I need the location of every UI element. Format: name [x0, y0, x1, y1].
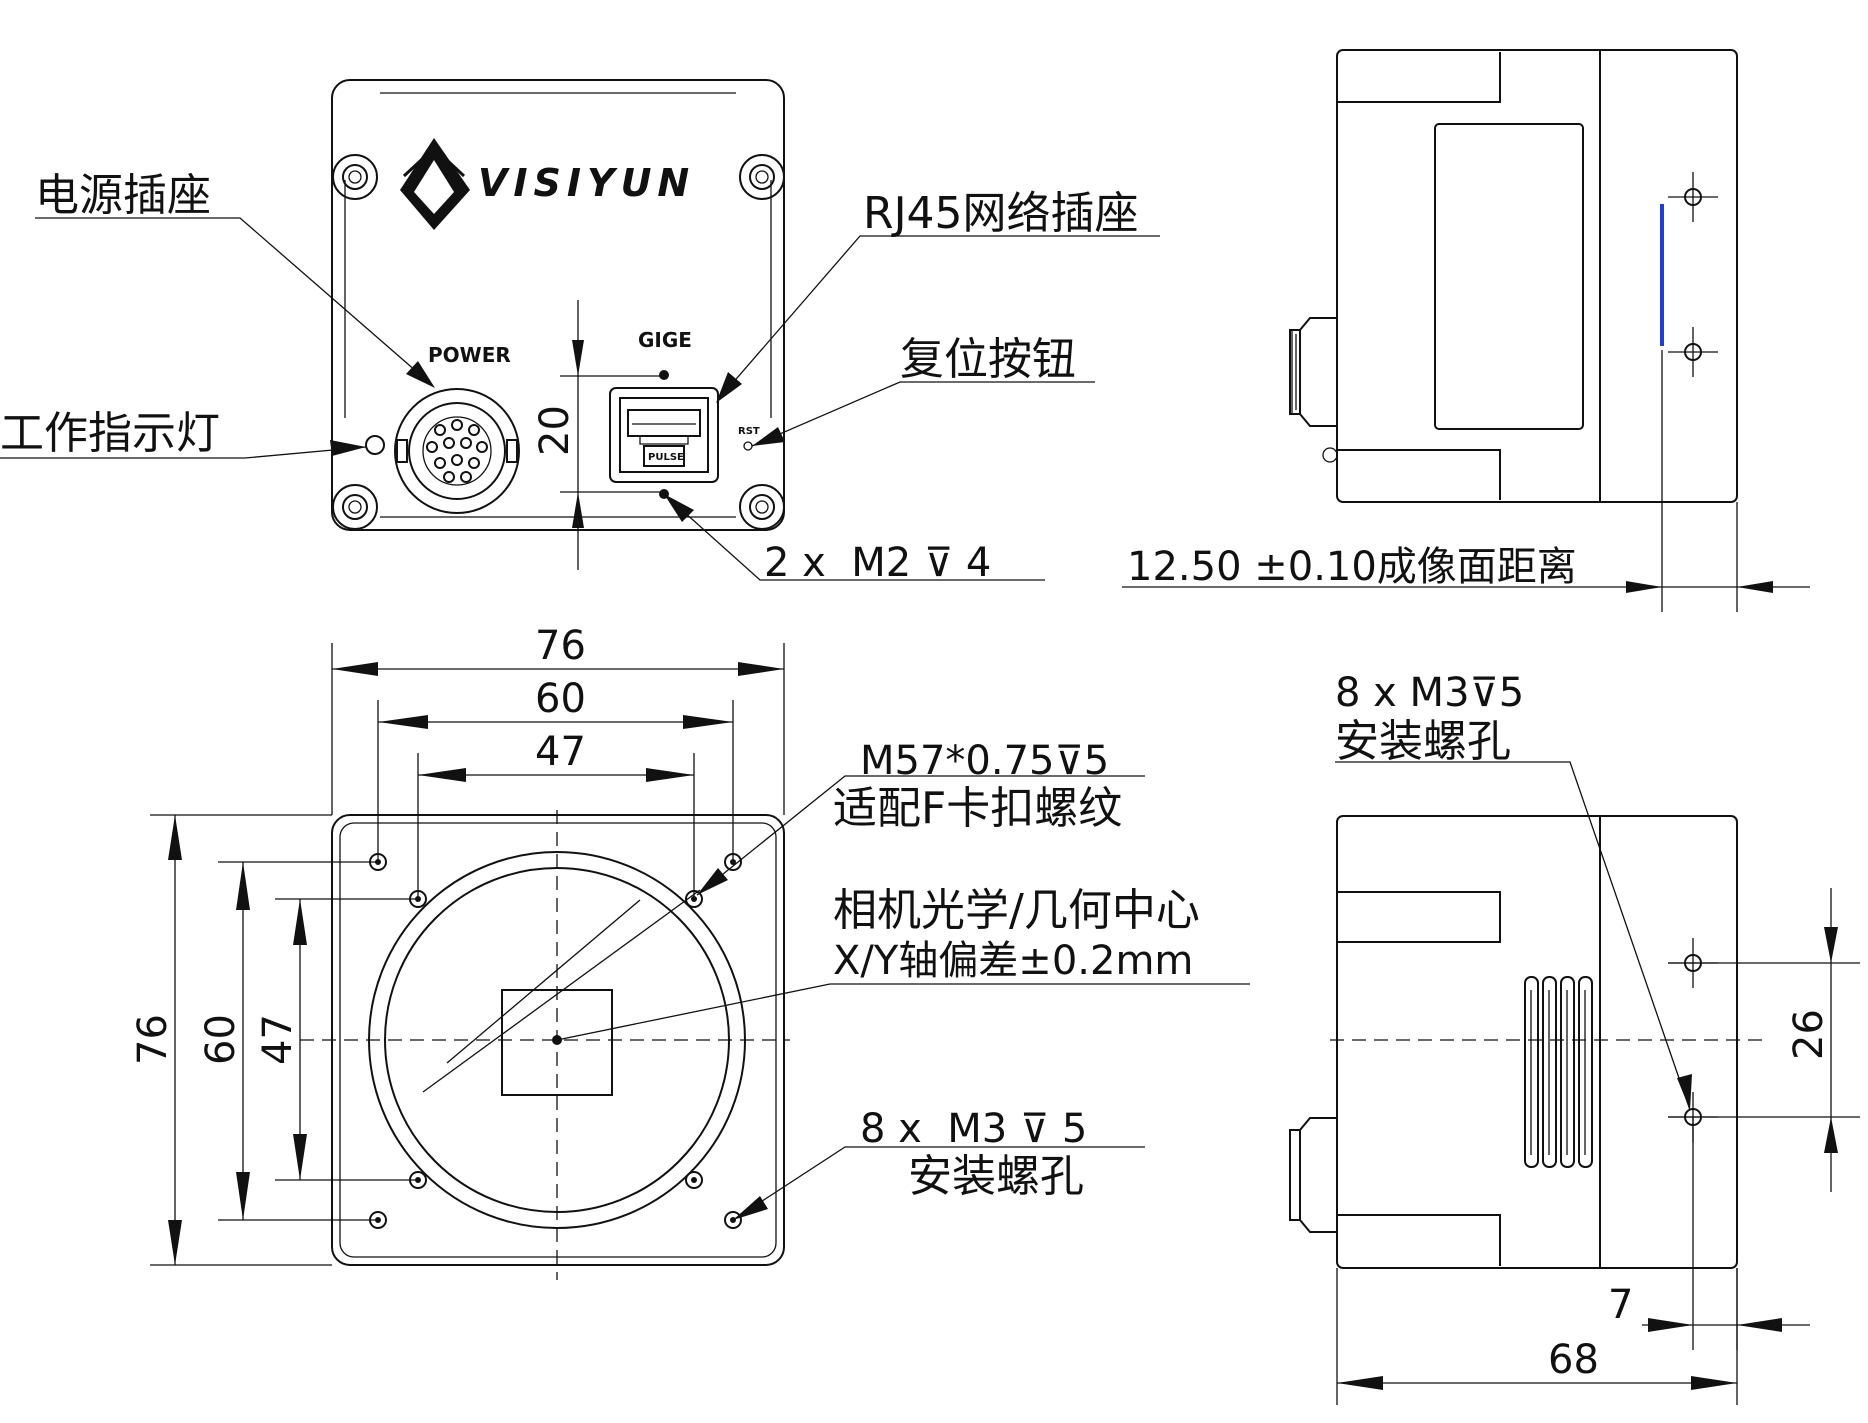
screw-icon — [332, 154, 378, 200]
callout-center-line1: 相机光学/几何中心 — [833, 885, 1200, 936]
reset-button-icon — [743, 441, 753, 451]
front-view: VISIYUN POWER GIGE PULSE RST — [0, 79, 1160, 586]
crosshair-icon — [1668, 327, 1718, 377]
heatsink-fins-icon — [1524, 976, 1593, 1168]
mount-hole-icon — [685, 1171, 703, 1189]
callout-status-led: 工作指示灯 — [0, 408, 220, 459]
side-view-bottom: 26 7 68 8 x M3⊽5 安装螺孔 — [1289, 670, 1860, 1405]
dim-60-horizontal: 60 — [535, 676, 586, 722]
visiyun-logo-icon — [400, 138, 470, 230]
crosshair-icon — [1668, 172, 1718, 222]
power-connector-icon — [394, 388, 520, 514]
brand-logo-text: VISIYUN — [478, 161, 695, 205]
screw-icon — [332, 484, 378, 530]
callout-thread-line1: M57*0.75⊽5 — [860, 738, 1109, 784]
flange-distance-label: 12.50 ±0.10成像面距离 — [1127, 544, 1577, 590]
callout-holes-side-line1: 8 x M3⊽5 — [1335, 670, 1524, 716]
callout-thread-line2: 适配F卡扣螺纹 — [833, 783, 1122, 834]
dim-26: 26 — [1786, 1009, 1832, 1060]
screw-icon — [739, 484, 785, 530]
dim-60-vertical: 60 — [198, 1014, 244, 1065]
rj45-port-icon — [609, 387, 719, 483]
gige-label: GIGE — [638, 328, 692, 352]
dim-76-vertical: 76 — [130, 1014, 176, 1065]
side-view-top: 12.50 ±0.10成像面距离 — [1122, 49, 1810, 612]
dim-47-vertical: 47 — [255, 1014, 301, 1065]
callout-power-socket: 电源插座 — [35, 170, 211, 221]
callout-screw-m2: 2 x M2 ⊽ 4 — [764, 540, 991, 586]
status-led-icon — [365, 435, 385, 455]
dim-76-horizontal: 76 — [535, 623, 586, 669]
callout-holes-line1: 8 x M3 ⊽ 5 — [860, 1106, 1087, 1152]
dim-47-horizontal: 47 — [535, 729, 586, 775]
callout-holes-side-line2: 安装螺孔 — [1335, 716, 1511, 767]
connector-stub-icon — [1289, 317, 1337, 427]
screw-icon — [739, 154, 785, 200]
power-label: POWER — [428, 343, 511, 367]
rst-label: RST — [738, 426, 760, 437]
dim-7: 7 — [1608, 1282, 1633, 1328]
dim-68: 68 — [1548, 1337, 1599, 1383]
dim-rj45-height: 20 — [532, 405, 578, 456]
connector-stub-icon — [1289, 1117, 1337, 1233]
callout-holes-line2: 安装螺孔 — [908, 1151, 1084, 1202]
mount-view: 76 60 47 76 60 47 M57*0.75⊽5 适配F卡扣螺纹 相机光… — [130, 623, 1250, 1280]
callout-rj45-socket: RJ45网络插座 — [863, 188, 1139, 239]
callout-center-line2: X/Y轴偏差±0.2mm — [833, 938, 1193, 984]
pulse-label: PULSE — [648, 452, 684, 463]
callout-reset-button: 复位按钮 — [900, 334, 1076, 385]
